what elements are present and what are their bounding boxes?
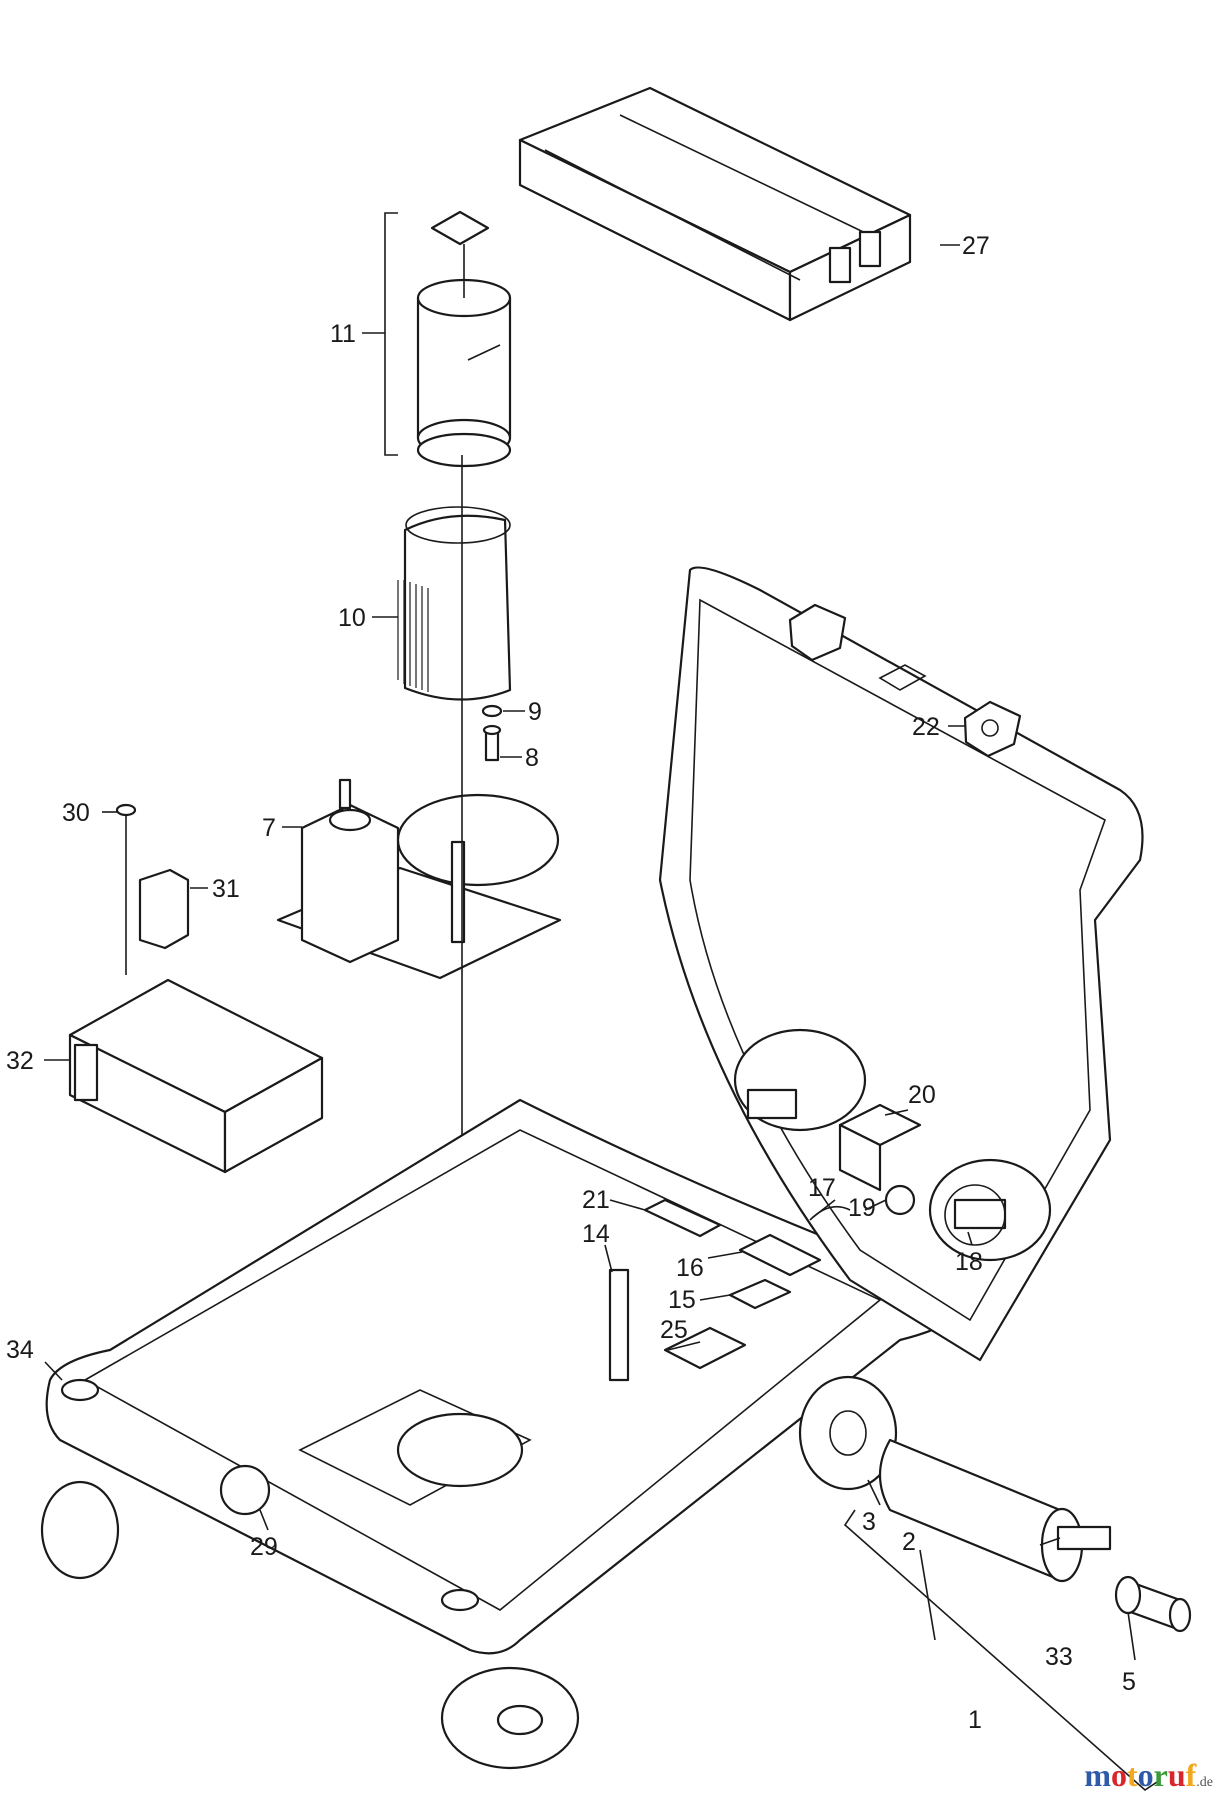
handle-panel (658, 566, 1144, 1362)
watermark-letter-3: t (1126, 1757, 1138, 1793)
callout-1: 1 (968, 1706, 982, 1734)
part-25-clip (663, 1326, 747, 1370)
callout-20: 20 (908, 1081, 936, 1109)
front-caster-wheels (40, 1480, 580, 1770)
part-5-coupling (1114, 1575, 1192, 1633)
watermark-letter-4: o (1137, 1757, 1154, 1793)
watermark-letter-6: u (1167, 1757, 1186, 1793)
watermark-letter-7: f (1185, 1757, 1197, 1793)
part-3-disc (798, 1375, 898, 1491)
part-7-gear-housing (276, 778, 562, 980)
part-8-screw (482, 724, 502, 762)
callout-11: 11 (330, 320, 356, 348)
callout-5: 5 (1122, 1668, 1136, 1696)
part-31-bracket (138, 868, 190, 950)
callout-34: 34 (6, 1336, 34, 1364)
watermark-letter-1: m (1084, 1757, 1111, 1793)
part-19-bushing (884, 1184, 916, 1216)
callout-16: 16 (676, 1254, 704, 1282)
callout-2: 2 (902, 1528, 916, 1556)
callout-21: 21 (582, 1186, 610, 1214)
sleeve-grip-ribs (397, 580, 429, 692)
callout-15: 15 (668, 1286, 696, 1314)
part-18-gear-housing (944, 1184, 1006, 1246)
callout-31: 31 (212, 875, 240, 903)
chassis-base (45, 1098, 966, 1655)
part-10-motor-sleeve (397, 506, 512, 701)
part-1-bracket-span (843, 1509, 1161, 1792)
callout-10: 10 (338, 604, 366, 632)
callout-33: 33 (1045, 1643, 1073, 1671)
part-27-control-box (518, 86, 912, 322)
part-2-drive-motor (879, 1438, 1084, 1583)
callout-18: 18 (955, 1248, 983, 1276)
part-21-strip (643, 1198, 722, 1238)
callout-3: 3 (862, 1508, 876, 1536)
part-32-battery (68, 978, 324, 1174)
part-20-switch (838, 1103, 922, 1192)
callout-32: 32 (6, 1047, 34, 1075)
callout-19: 19 (848, 1194, 876, 1222)
watermark-letter-5: r (1153, 1757, 1168, 1793)
callout-27: 27 (962, 232, 990, 260)
part-14-post (608, 1268, 630, 1382)
callout-30: 30 (62, 799, 90, 827)
part-22-mount (981, 719, 999, 737)
watermark-suffix: .de (1196, 1775, 1213, 1790)
leader-lines (44, 244, 1136, 1661)
callout-29: 29 (250, 1533, 278, 1561)
callout-labels: 27 11 10 9 8 22 7 30 31 32 20 21 17 19 1… (6, 232, 1136, 1734)
part-16-connector (738, 1233, 822, 1277)
part-33-shaft (1056, 1525, 1112, 1551)
part-30-screw (115, 803, 137, 975)
motoruf-watermark: motoruf.de (1084, 1757, 1213, 1794)
watermark-letter-2: o (1110, 1757, 1127, 1793)
callout-8: 8 (525, 744, 539, 772)
callout-9: 9 (528, 698, 542, 726)
callout-7: 7 (262, 814, 276, 842)
callout-14: 14 (582, 1220, 610, 1248)
part-11-motor (384, 210, 512, 468)
callout-22: 22 (912, 713, 940, 741)
callout-25: 25 (660, 1316, 688, 1344)
callout-17: 17 (808, 1174, 836, 1202)
part-9-washer (481, 704, 503, 718)
part-15-plate (728, 1278, 792, 1310)
